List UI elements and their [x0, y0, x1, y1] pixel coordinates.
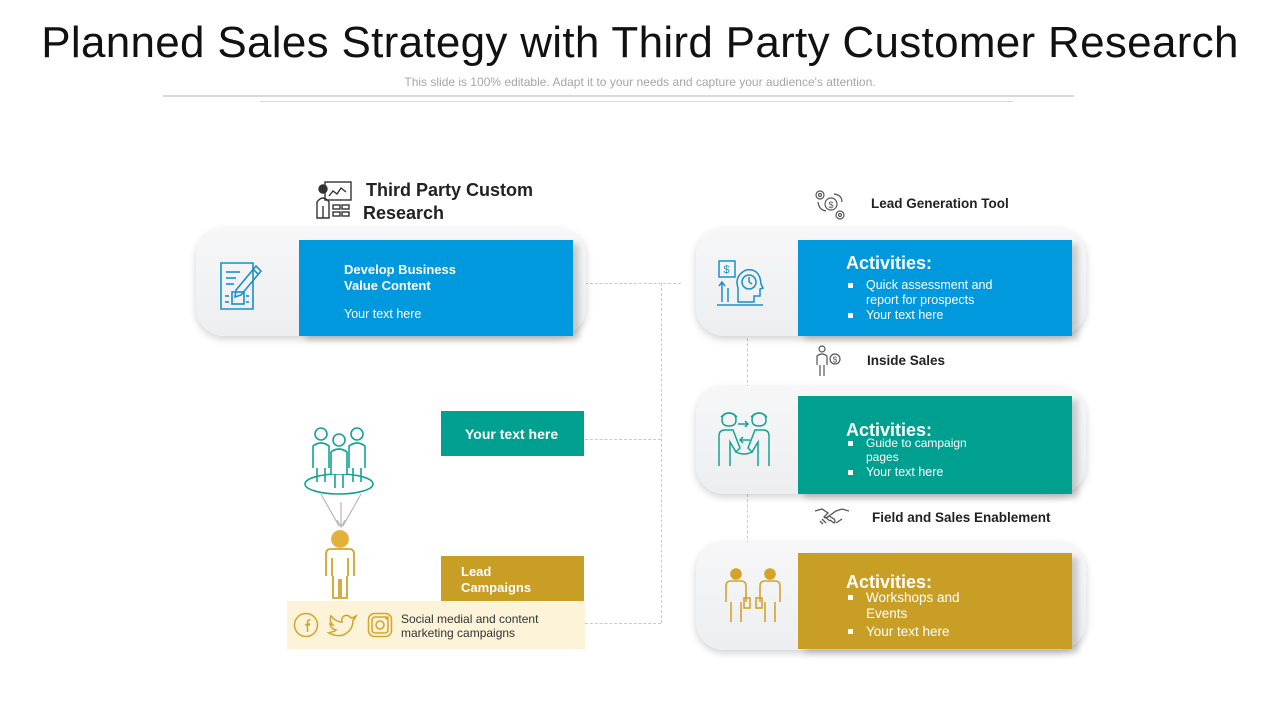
activities-heading-3: Activities: — [846, 572, 933, 592]
lead-campaigns-box: Lead Campaigns — [441, 556, 584, 602]
develop-business-title: Develop Business Value Content — [344, 262, 456, 294]
activity-item: Your text here — [847, 624, 1047, 640]
activity-item-line: report for prospects — [866, 293, 975, 307]
twitter-icon — [326, 612, 358, 638]
social-text-line1: Social medial and content — [401, 612, 539, 626]
activities-heading-2: Activities: — [846, 420, 933, 440]
connector-bottom — [585, 623, 661, 624]
instagram-icon — [367, 612, 393, 638]
arrows-down — [318, 492, 364, 530]
edit-document-icon — [218, 260, 264, 312]
research-icon — [313, 180, 353, 222]
lead-campaigns-label: Lead Campaigns — [461, 564, 531, 596]
activity-item-line: Quick assessment and — [866, 278, 993, 292]
activity-item-line: Your text here — [866, 465, 944, 479]
left-heading: Third Party Custom Research — [363, 179, 533, 225]
develop-business-title-line2: Value Content — [344, 278, 431, 293]
develop-business-text: Your text here — [344, 307, 422, 321]
activity-item-line: Events — [866, 606, 908, 621]
gear-dollar-icon: $ — [814, 188, 846, 220]
connector-middle — [585, 439, 661, 440]
person-icon — [322, 530, 358, 600]
lead-campaigns-line2: Campaigns — [461, 580, 532, 595]
activity-item-line: Guide to campaign — [866, 436, 967, 450]
left-heading-line1: Third Party Custom — [366, 180, 534, 200]
svg-text:$: $ — [724, 264, 730, 276]
activity-item-line: pages — [866, 450, 899, 464]
left-heading-line2: Research — [363, 203, 445, 223]
team-icon — [303, 424, 375, 496]
svg-text:$: $ — [833, 356, 838, 365]
activity-item-line: Your text here — [866, 624, 950, 639]
title-divider — [163, 95, 1074, 97]
person-dollar-icon: $ — [814, 345, 842, 377]
develop-business-box: Develop Business Value Content Your text… — [299, 240, 573, 336]
activity-item-line: Workshops and — [866, 590, 960, 605]
slide-subtitle: This slide is 100% editable. Adapt it to… — [404, 75, 876, 89]
caption-field-sales: Field and Sales Enablement — [872, 510, 1051, 525]
svg-text:$: $ — [829, 200, 834, 210]
activity-item: Your text here — [847, 465, 1047, 480]
connector-right-vertical-2 — [747, 494, 748, 544]
meeting-handshake-icon — [716, 410, 772, 468]
develop-business-title-line1: Develop Business — [344, 262, 456, 277]
two-people-icon — [722, 566, 784, 624]
connector-top — [585, 283, 681, 284]
social-text-line2: marketing campaigns — [401, 626, 516, 640]
your-text-box: Your text here — [441, 411, 584, 456]
social-text: Social medial and content marketing camp… — [401, 612, 538, 640]
connector-right-vertical-1 — [747, 338, 748, 388]
title-divider-inner — [260, 101, 1013, 102]
connector-vertical — [661, 283, 662, 623]
activity-item-line: Your text here — [866, 308, 944, 322]
head-dollar-icon: $ — [716, 258, 765, 308]
activity-item: Your text here — [847, 308, 1047, 323]
slide-title: Planned Sales Strategy with Third Party … — [41, 18, 1239, 67]
caption-inside-sales: Inside Sales — [867, 353, 946, 368]
your-text-box-label: Your text here — [465, 426, 559, 442]
handshake-outline-icon — [814, 505, 850, 529]
activities-heading-1: Activities: — [846, 253, 933, 273]
facebook-icon — [293, 612, 319, 638]
caption-lead-generation: Lead Generation Tool — [871, 196, 1009, 211]
lead-campaigns-line1: Lead — [461, 564, 492, 579]
social-strip: Social medial and content marketing camp… — [287, 601, 585, 649]
